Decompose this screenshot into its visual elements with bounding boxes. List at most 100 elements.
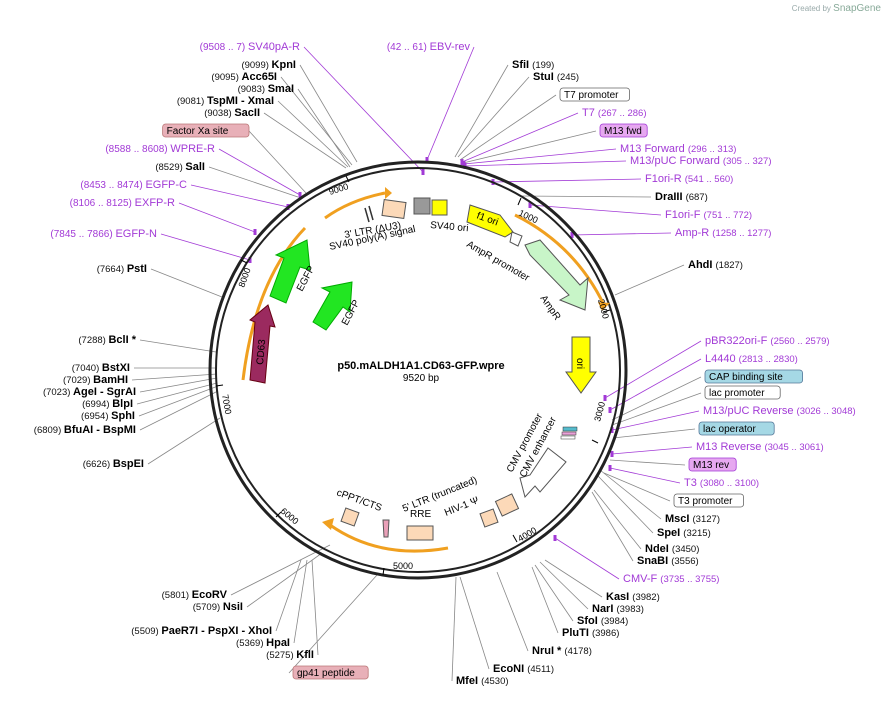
leader-msci (599, 469, 662, 520)
feature-5ltr-box (494, 493, 520, 517)
site-label-pbr322ori-f: pBR322ori-F (2560 .. 2579) (705, 335, 830, 347)
box-m13-rev (688, 457, 737, 472)
leader-m13-puc-reverse (611, 410, 700, 431)
tick-9000: 9000 (328, 181, 350, 197)
feature-ori-arrow (565, 336, 597, 394)
site-label-sacii: (9038) SacII (204, 107, 260, 119)
leader-draiii (519, 195, 652, 198)
leader-stui (457, 76, 530, 158)
box-lac-operator (698, 421, 775, 436)
site-label-bamhi: (7029) BamHI (63, 374, 128, 386)
leader-sacii (263, 112, 347, 169)
feature-egfp-arrow-1 (269, 239, 311, 304)
leader-exfp-r (178, 202, 256, 233)
site-label-t7: T7 (267 .. 286) (582, 107, 647, 119)
site-label-t3-promoter: T3 promoter (678, 496, 733, 507)
leader-pluti (531, 566, 559, 634)
leader-t3 (609, 467, 681, 484)
site-label-mfei: MfeI (4530) (456, 675, 509, 687)
site-label-nsii: (5709) NsiI (193, 601, 243, 613)
leader-amp-r (571, 232, 672, 236)
site-label-l4440: L4440 (2813 .. 2830) (705, 353, 798, 365)
primer-mark-egfp-n (248, 257, 252, 263)
tick-8000: 8000 (236, 266, 252, 288)
leader-econi (459, 576, 490, 670)
leader-cmv-f (554, 537, 620, 580)
leader-lac-operator (612, 428, 696, 439)
leader-l4440 (609, 358, 702, 411)
feature-amprpromoter (509, 231, 523, 247)
site-label-ndei: NdeI (3450) (645, 543, 699, 555)
leader-bspei (147, 417, 221, 465)
backbone-inner (215, 167, 621, 573)
feature-label-rre: RRE (410, 509, 431, 520)
primer-mark-t3 (608, 465, 612, 471)
leader-f1ori-r (492, 178, 642, 183)
feature-label-cd63: CD63 (255, 338, 268, 365)
leader-f1ori-f (529, 204, 662, 216)
feature-egfp-arrow-2 (312, 281, 353, 331)
site-label-sphi: (6954) SphI (81, 410, 135, 422)
leader-factor-xa-site (248, 130, 307, 194)
site-label-cmv-f: CMV-F (3735 .. 3755) (623, 573, 719, 585)
feature-cmv-promoter (519, 447, 567, 499)
site-label-egfp-c: (8453 .. 8474) EGFP-C (80, 179, 187, 191)
leader-t7-promoter (459, 94, 557, 161)
arrow-head-top (385, 187, 392, 199)
leader-lines (131, 46, 702, 682)
primer-mark-m13-reverse (610, 451, 614, 457)
site-label-m13-reverse: M13 Reverse (3045 .. 3061) (696, 441, 824, 453)
credit-prefix: Created by (791, 4, 831, 13)
site-label-t3: T3 (3080 .. 3100) (684, 477, 759, 489)
leader-m13-forward (463, 148, 617, 165)
leader-nrui (496, 571, 529, 652)
credit-brand: SnapGene (833, 3, 881, 14)
site-label-msci: MscI (3127) (665, 513, 720, 525)
feature-hiv-psi-box (479, 508, 499, 528)
site-label-agei-sgrai: (7023) AgeI - SgrAI (43, 386, 136, 398)
leader-pbr322ori-f (604, 340, 702, 399)
site-label-amp-r: Amp-R (1258 .. 1277) (675, 227, 771, 239)
feature-rre-box (406, 525, 434, 541)
site-label-f1ori-f: F1ori-F (751 .. 772) (665, 209, 752, 221)
site-label-bspei: (6626) BspEI (83, 458, 144, 470)
tick-marks: 1000 2000 3000 4000 5000 6000 7000 8000 … (215, 175, 611, 576)
site-label-factor-xa-site: Factor Xa site (167, 126, 229, 137)
site-label-m13-rev: M13 rev (693, 460, 729, 471)
site-label-wpre-r: (8588 .. 8608) WPRE-R (105, 143, 215, 155)
site-label-psti: (7664) PstI (97, 263, 147, 275)
site-label-stui: StuI (245) (533, 71, 579, 83)
box-factor-xa-site (162, 123, 250, 138)
feature-label-ampr: AmpR (538, 293, 563, 322)
site-label-lac-promoter: lac promoter (709, 388, 765, 399)
leader-cap-binding-site (611, 376, 702, 421)
leader-egfp-n (160, 233, 251, 261)
leader-nsii (246, 552, 323, 608)
leader-t7 (461, 112, 579, 163)
leader-bcli (139, 339, 217, 353)
ampr-arc (514, 213, 606, 306)
feature-label-sv40ori: SV40 ori (430, 220, 469, 234)
site-label-nrui: NruI * (4178) (532, 645, 592, 657)
leader-kpni (299, 64, 358, 163)
leader-egfp-c (190, 184, 289, 208)
feature-small-pink (382, 519, 390, 538)
primer-mark-pbr322ori-f (603, 395, 607, 401)
feature-sv40ori-box (431, 199, 448, 216)
site-label-kpni: (9099) KpnI (241, 59, 296, 71)
leader-paer7i-pspxi-xhoi (275, 559, 302, 632)
site-label-t7-promoter: T7 promoter (564, 90, 619, 101)
site-label-paer7i-pspxi-xhoi: (5509) PaeR7I - PspXI - XhoI (131, 625, 272, 637)
feature-lac-cluster (560, 426, 578, 440)
leader-sv40pa-r (303, 46, 424, 173)
site-label-ebv-rev: (42 .. 61) EBV-rev (387, 41, 471, 53)
site-label-smai: (9083) SmaI (238, 83, 294, 95)
leader-agei-sgrai (139, 377, 218, 393)
leader-ebv-rev (426, 46, 475, 161)
site-label-gp41-peptide: gp41 peptide (297, 668, 355, 679)
leader-sfii (454, 64, 509, 158)
site-label-acc65i: (9095) Acc65I (211, 71, 277, 83)
site-label-kfli: (5275) KflI (266, 649, 314, 661)
box-m13-fwd (599, 123, 648, 138)
